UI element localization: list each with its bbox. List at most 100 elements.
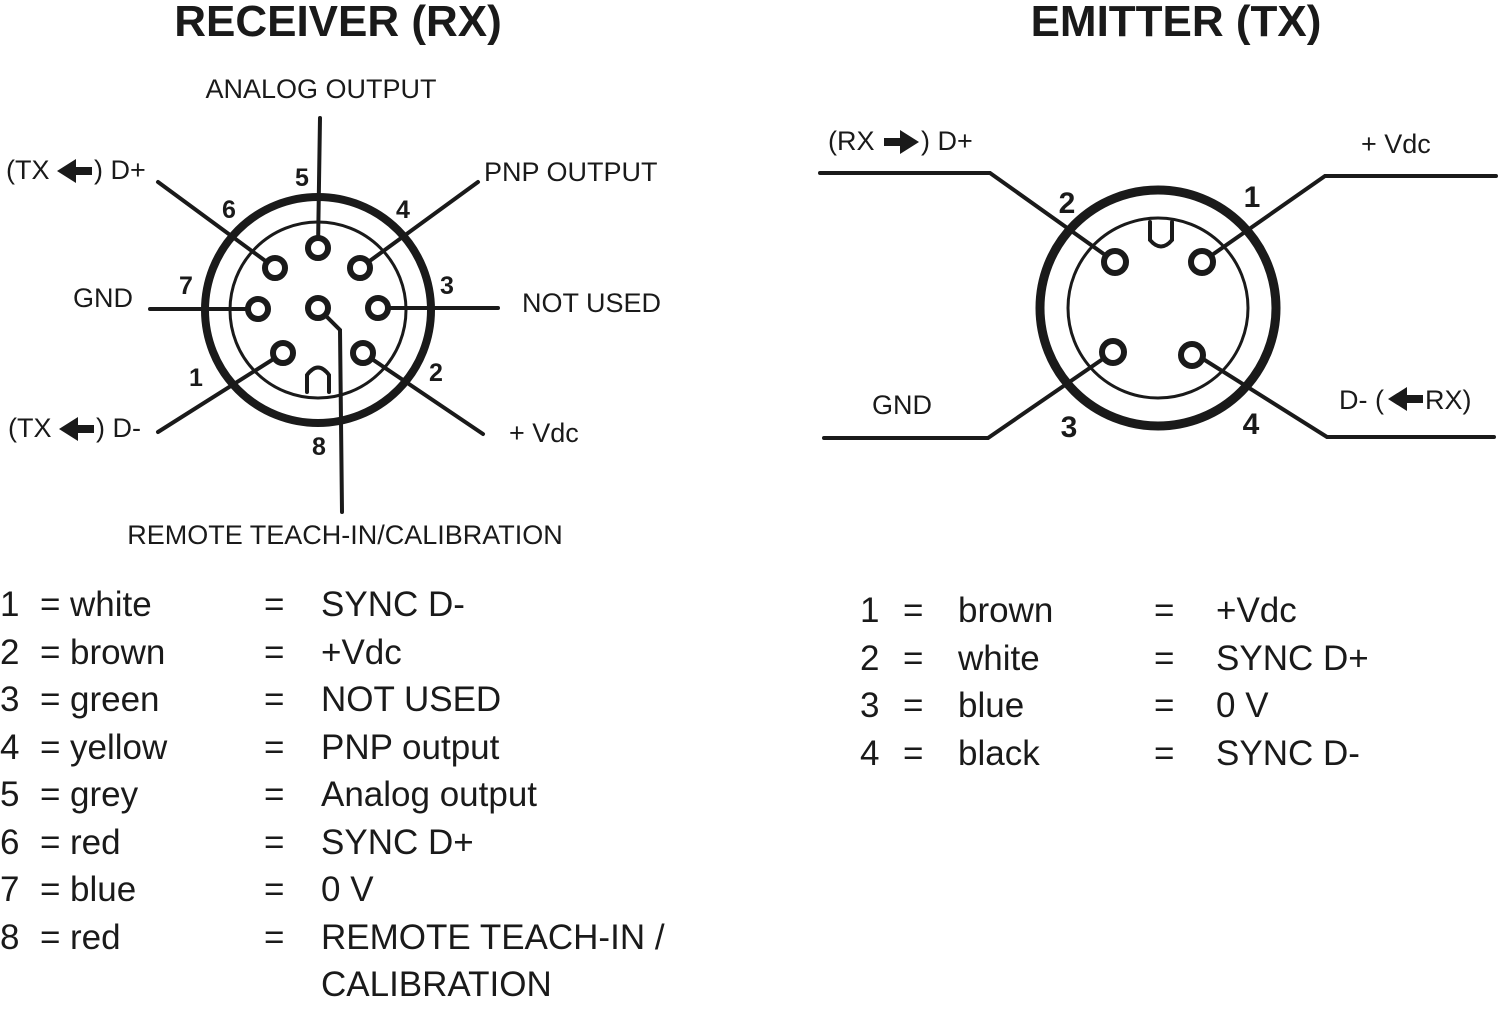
legend-wire-color: blue [70,870,137,909]
legend-function: 0 V [321,870,374,909]
legend-equals: = [903,591,924,630]
emitter-connector [818,171,1498,440]
emitter-lead-3 [822,350,1115,440]
emitter-pin-4 [1178,341,1206,369]
legend-pin-number: 4 [0,727,20,767]
legend-function: +Vdc [321,632,402,672]
emitter-label-rx-d-plus-suffix: ) D+ [921,126,973,156]
receiver-label-remote-teach: REMOTE TEACH-IN/CALIBRATION [127,520,563,550]
emitter-lead-4 [1190,350,1496,439]
receiver-keyway [305,365,331,394]
receiver-pin-7 [245,296,271,322]
legend-pin-number: 1 [0,585,20,624]
receiver-pin-label-1: 1 [189,364,203,392]
emitter-inner-ring [1066,216,1250,400]
emitter-lead-1 [1200,174,1498,264]
legend-equals: = [1154,638,1175,678]
left-arrow-icon [59,417,94,441]
receiver-pin-label-5: 5 [295,164,309,192]
receiver-lead-5 [316,116,322,250]
legend-equals: = [264,775,285,814]
legend-wire-color: green [70,680,160,719]
receiver-label-analog-output: ANALOG OUTPUT [205,74,436,104]
legend-equals: = [40,632,61,672]
legend-pin-number: 3 [860,686,880,725]
receiver-lead-6 [156,180,277,270]
emitter-label-vdc: + Vdc [1361,129,1431,159]
legend-wire-color: white [958,638,1040,678]
emitter-label-rx-d-plus-prefix: (RX [828,126,875,156]
legend-equals: = [40,822,61,862]
emitter-pin-label-1: 1 [1244,181,1261,214]
receiver-connector [148,116,500,514]
receiver-label-gnd: GND [73,283,133,313]
legend-function: SYNC D- [1216,733,1360,773]
legend-pin-number: 5 [0,775,20,814]
emitter-pin-label-3: 3 [1061,411,1078,444]
emitter-pin-label-4: 4 [1243,408,1260,441]
emitter-label-gnd: GND [872,390,932,420]
legend-function: PNP output [321,727,500,767]
receiver-lead-1 [156,351,285,434]
legend-pin-number: 6 [0,822,20,862]
legend-function: SYNC D+ [321,822,474,862]
emitter-outer-ring [1035,185,1281,431]
legend-equals: = [264,917,285,957]
receiver-pin-label-3: 3 [440,272,454,300]
receiver-title: RECEIVER (RX) [174,0,502,46]
legend-equals: = [1154,591,1175,630]
legend-wire-color: brown [70,632,166,672]
receiver-label-vdc: + Vdc [509,418,579,448]
legend-equals: = [40,775,61,814]
legend-pin-number: 4 [860,733,880,773]
receiver-label-tx-d-plus-prefix: (TX [6,155,50,185]
legend-wire-color: yellow [70,727,168,767]
legend-equals: = [903,733,924,773]
legend-function-line2: CALIBRATION [321,965,552,1004]
legend-equals: = [264,632,285,672]
legend-equals: = [1154,686,1175,725]
legend-wire-color: grey [70,775,139,814]
receiver-label-not-used: NOT USED [522,288,661,318]
receiver-pin-label-8: 8 [312,433,326,461]
legend-pin-number: 3 [0,680,20,719]
emitter-keyway [1148,220,1174,249]
receiver-pin-label-6: 6 [222,196,236,224]
legend-pin-number: 2 [0,632,20,672]
legend-function: REMOTE TEACH-IN / [321,917,665,957]
receiver-pin-label-7: 7 [179,272,193,300]
receiver-pin-5 [305,235,331,261]
receiver-label-pnp-output: PNP OUTPUT [484,157,658,187]
legend-wire-color: red [70,917,121,957]
legend-equals: = [40,585,61,624]
legend-equals: = [264,727,285,767]
left-arrow-icon [1388,387,1423,411]
receiver-pin-2 [350,340,376,366]
legend-equals: = [40,870,61,909]
legend-equals: = [903,638,924,678]
legend-pin-number: 7 [0,870,20,909]
emitter-label-d-minus-suffix: RX) [1425,385,1472,415]
emitter-wire-legend: 1 = brown = +Vdc 2 = white = SYNC D+ 3 =… [860,587,1480,787]
legend-function: +Vdc [1216,591,1297,630]
receiver-pin-label-2: 2 [429,359,443,387]
legend-wire-color: blue [958,686,1025,725]
legend-wire-color: black [958,733,1040,773]
receiver-pin-4 [347,255,373,281]
legend-wire-color: white [70,585,152,624]
legend-function: SYNC D+ [1216,638,1369,678]
emitter-pin-label-2: 2 [1059,187,1076,220]
emitter-label-d-minus-prefix: D- ( [1339,385,1384,415]
emitter-title: EMITTER (TX) [1031,0,1322,46]
legend-function: 0 V [1216,686,1269,725]
legend-equals: = [1154,733,1175,773]
receiver-label-tx-d-minus-suffix: ) D- [96,413,141,443]
emitter-pin-1 [1188,248,1216,276]
legend-equals: = [264,870,285,909]
left-arrow-icon [57,159,92,183]
legend-pin-number: 8 [0,917,20,957]
legend-equals: = [40,727,61,767]
emitter-lead-2 [818,171,1117,264]
legend-equals: = [264,680,285,719]
legend-function: SYNC D- [321,585,465,624]
